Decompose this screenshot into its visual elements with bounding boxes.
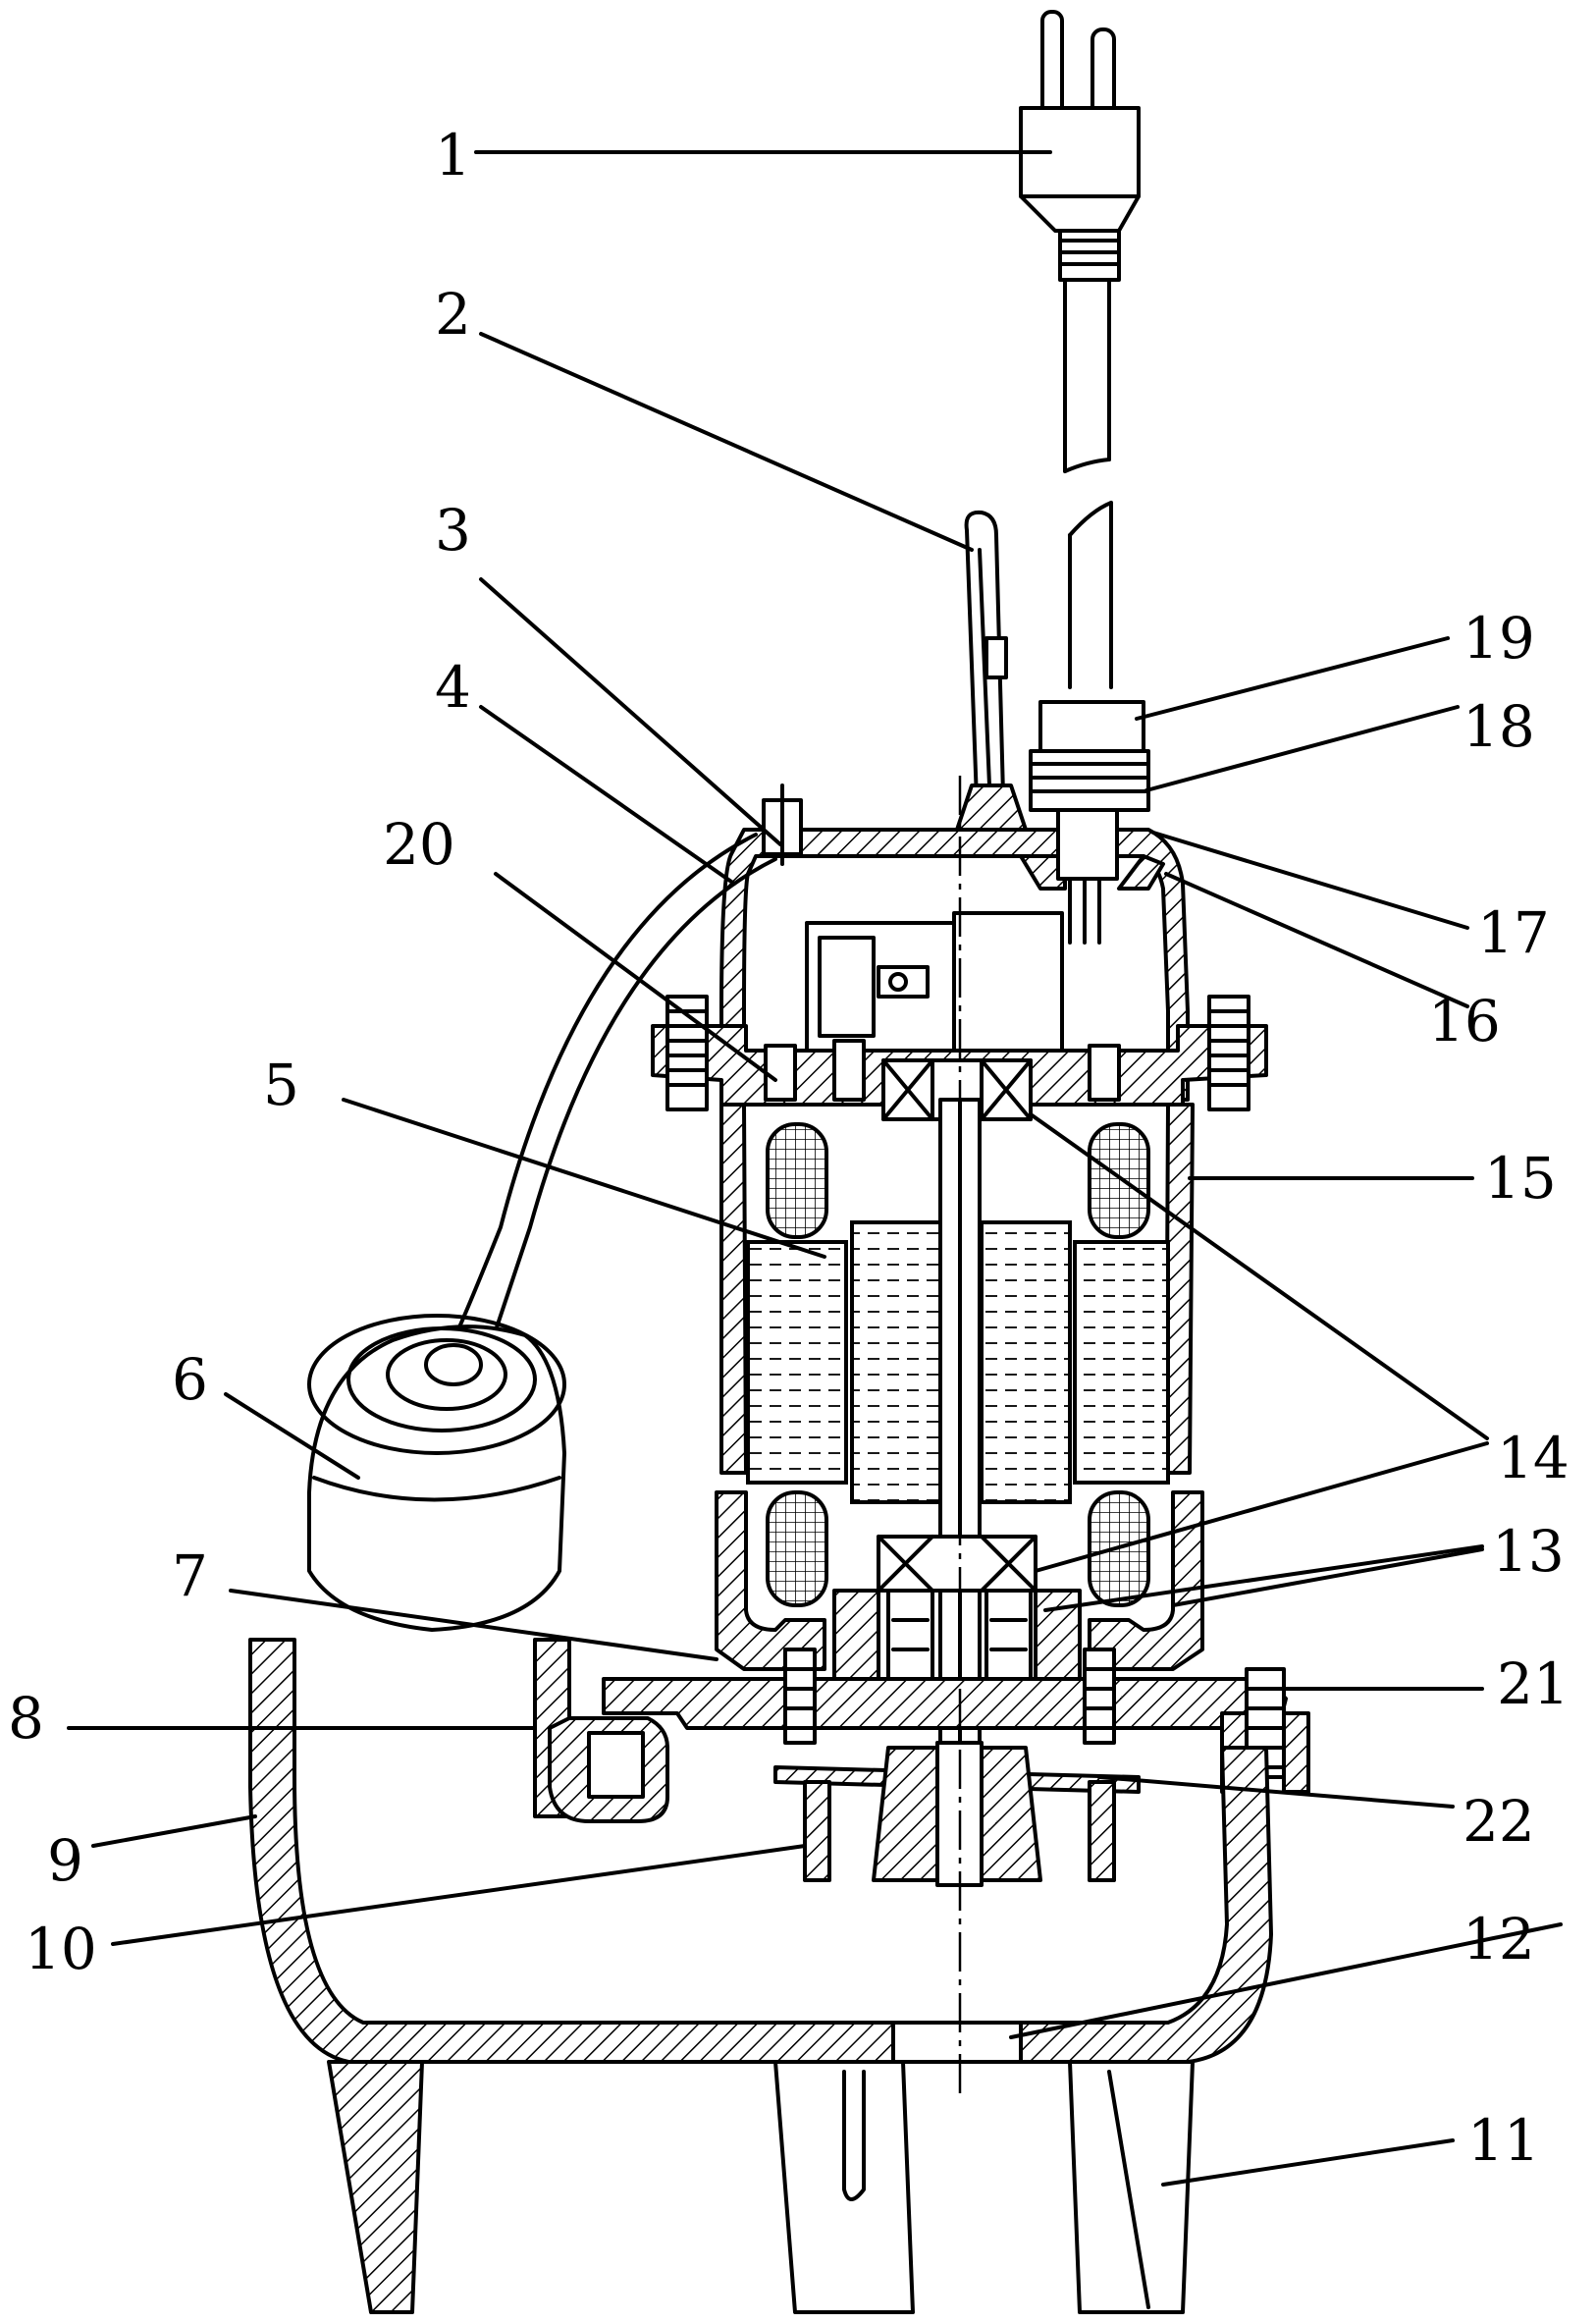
callout-labels: 1 2 3 4 5 6 7 8 9 10 20 19 18 17 16 15 1… xyxy=(8,122,1569,2174)
leader-14b xyxy=(1034,1441,1489,1573)
callout-4: 4 xyxy=(435,654,471,721)
leader-6 xyxy=(224,1392,360,1480)
callout-18: 18 xyxy=(1463,693,1535,760)
callout-11: 11 xyxy=(1467,2107,1540,2174)
leader-3 xyxy=(479,577,782,846)
callout-8: 8 xyxy=(8,1685,44,1752)
leader-17 xyxy=(1151,831,1469,930)
callout-17: 17 xyxy=(1477,899,1550,966)
callout-21: 21 xyxy=(1497,1650,1569,1717)
callout-13: 13 xyxy=(1492,1518,1565,1585)
leader-11 xyxy=(1161,2138,1455,2187)
callout-6: 6 xyxy=(172,1346,208,1413)
leader-16 xyxy=(1164,872,1469,1008)
leader-lines xyxy=(67,150,1563,2187)
stator-windings xyxy=(766,1122,1150,1607)
callout-12: 12 xyxy=(1463,1906,1535,1973)
callout-19: 19 xyxy=(1463,605,1535,672)
control-switch xyxy=(805,911,1064,1062)
callout-16: 16 xyxy=(1428,988,1501,1054)
callout-20: 20 xyxy=(383,811,455,878)
callout-1: 1 xyxy=(435,122,471,189)
callout-2: 2 xyxy=(435,281,471,348)
cable-gland xyxy=(1029,700,1150,945)
callout-22: 22 xyxy=(1463,1788,1535,1855)
callout-5: 5 xyxy=(263,1052,299,1118)
power-plug xyxy=(1019,10,1141,282)
stator-core xyxy=(746,1220,1170,1504)
leader-14a xyxy=(1029,1112,1489,1440)
leader-10 xyxy=(111,1844,807,1946)
leader-18 xyxy=(1144,705,1460,792)
leader-7 xyxy=(229,1589,718,1661)
leader-13b xyxy=(1171,1547,1484,1607)
support-legs xyxy=(327,2060,1195,2314)
callout-3: 3 xyxy=(435,497,471,564)
leader-4 xyxy=(479,705,736,886)
callout-15: 15 xyxy=(1484,1145,1557,1212)
callout-7: 7 xyxy=(172,1542,208,1609)
callout-10: 10 xyxy=(25,1916,97,1982)
upper-housing xyxy=(719,784,1190,1102)
leader-12 xyxy=(1009,1922,1563,2039)
leader-2 xyxy=(479,332,974,552)
leader-13a xyxy=(1043,1544,1484,1612)
leader-20 xyxy=(494,872,777,1082)
leader-19 xyxy=(1135,636,1450,721)
float-cable xyxy=(445,833,777,1362)
impeller xyxy=(773,1741,1141,1887)
power-cord xyxy=(1063,278,1113,689)
float-switch xyxy=(307,1314,566,1632)
callout-9: 9 xyxy=(47,1827,83,1894)
handle xyxy=(964,510,1008,802)
leader-9 xyxy=(91,1814,257,1848)
leader-5 xyxy=(342,1098,826,1259)
callout-14: 14 xyxy=(1497,1425,1569,1491)
pump-casing xyxy=(248,1638,1273,2064)
leader-22 xyxy=(1097,1775,1455,1809)
base-opening xyxy=(891,2021,1023,2064)
